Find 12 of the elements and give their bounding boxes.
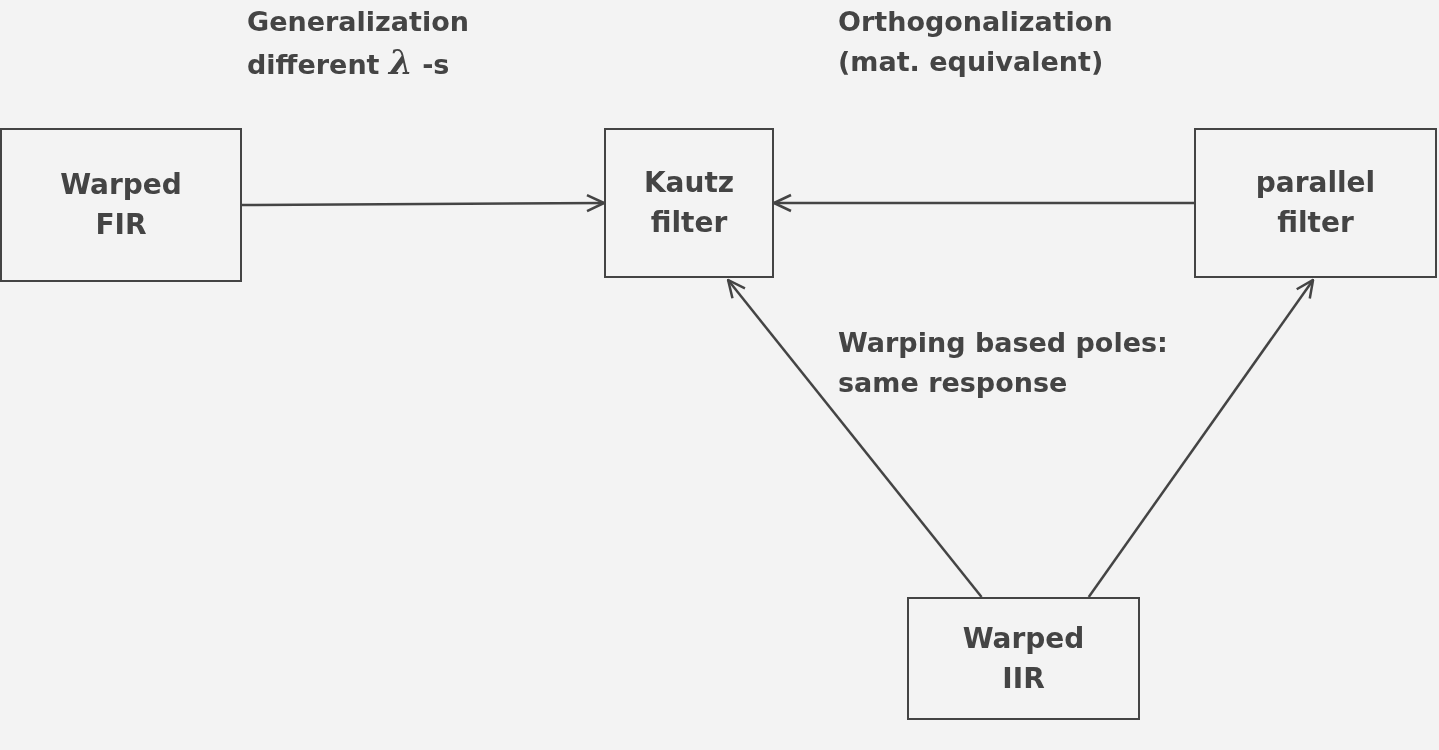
arrow — [1087, 278, 1315, 598]
box-label: Kautz filter — [642, 165, 736, 241]
note-text: Warping based poles: same response — [838, 326, 1169, 400]
process-box — [0, 128, 242, 282]
box-label: Warped FIR — [59, 167, 183, 243]
process-box — [907, 597, 1140, 720]
arrow — [242, 193, 606, 213]
box-label: Warped IIR — [961, 620, 1086, 697]
process-box — [1194, 128, 1437, 278]
process-box — [604, 128, 774, 278]
arrow — [726, 278, 983, 598]
box-label: parallel filter — [1254, 165, 1377, 241]
